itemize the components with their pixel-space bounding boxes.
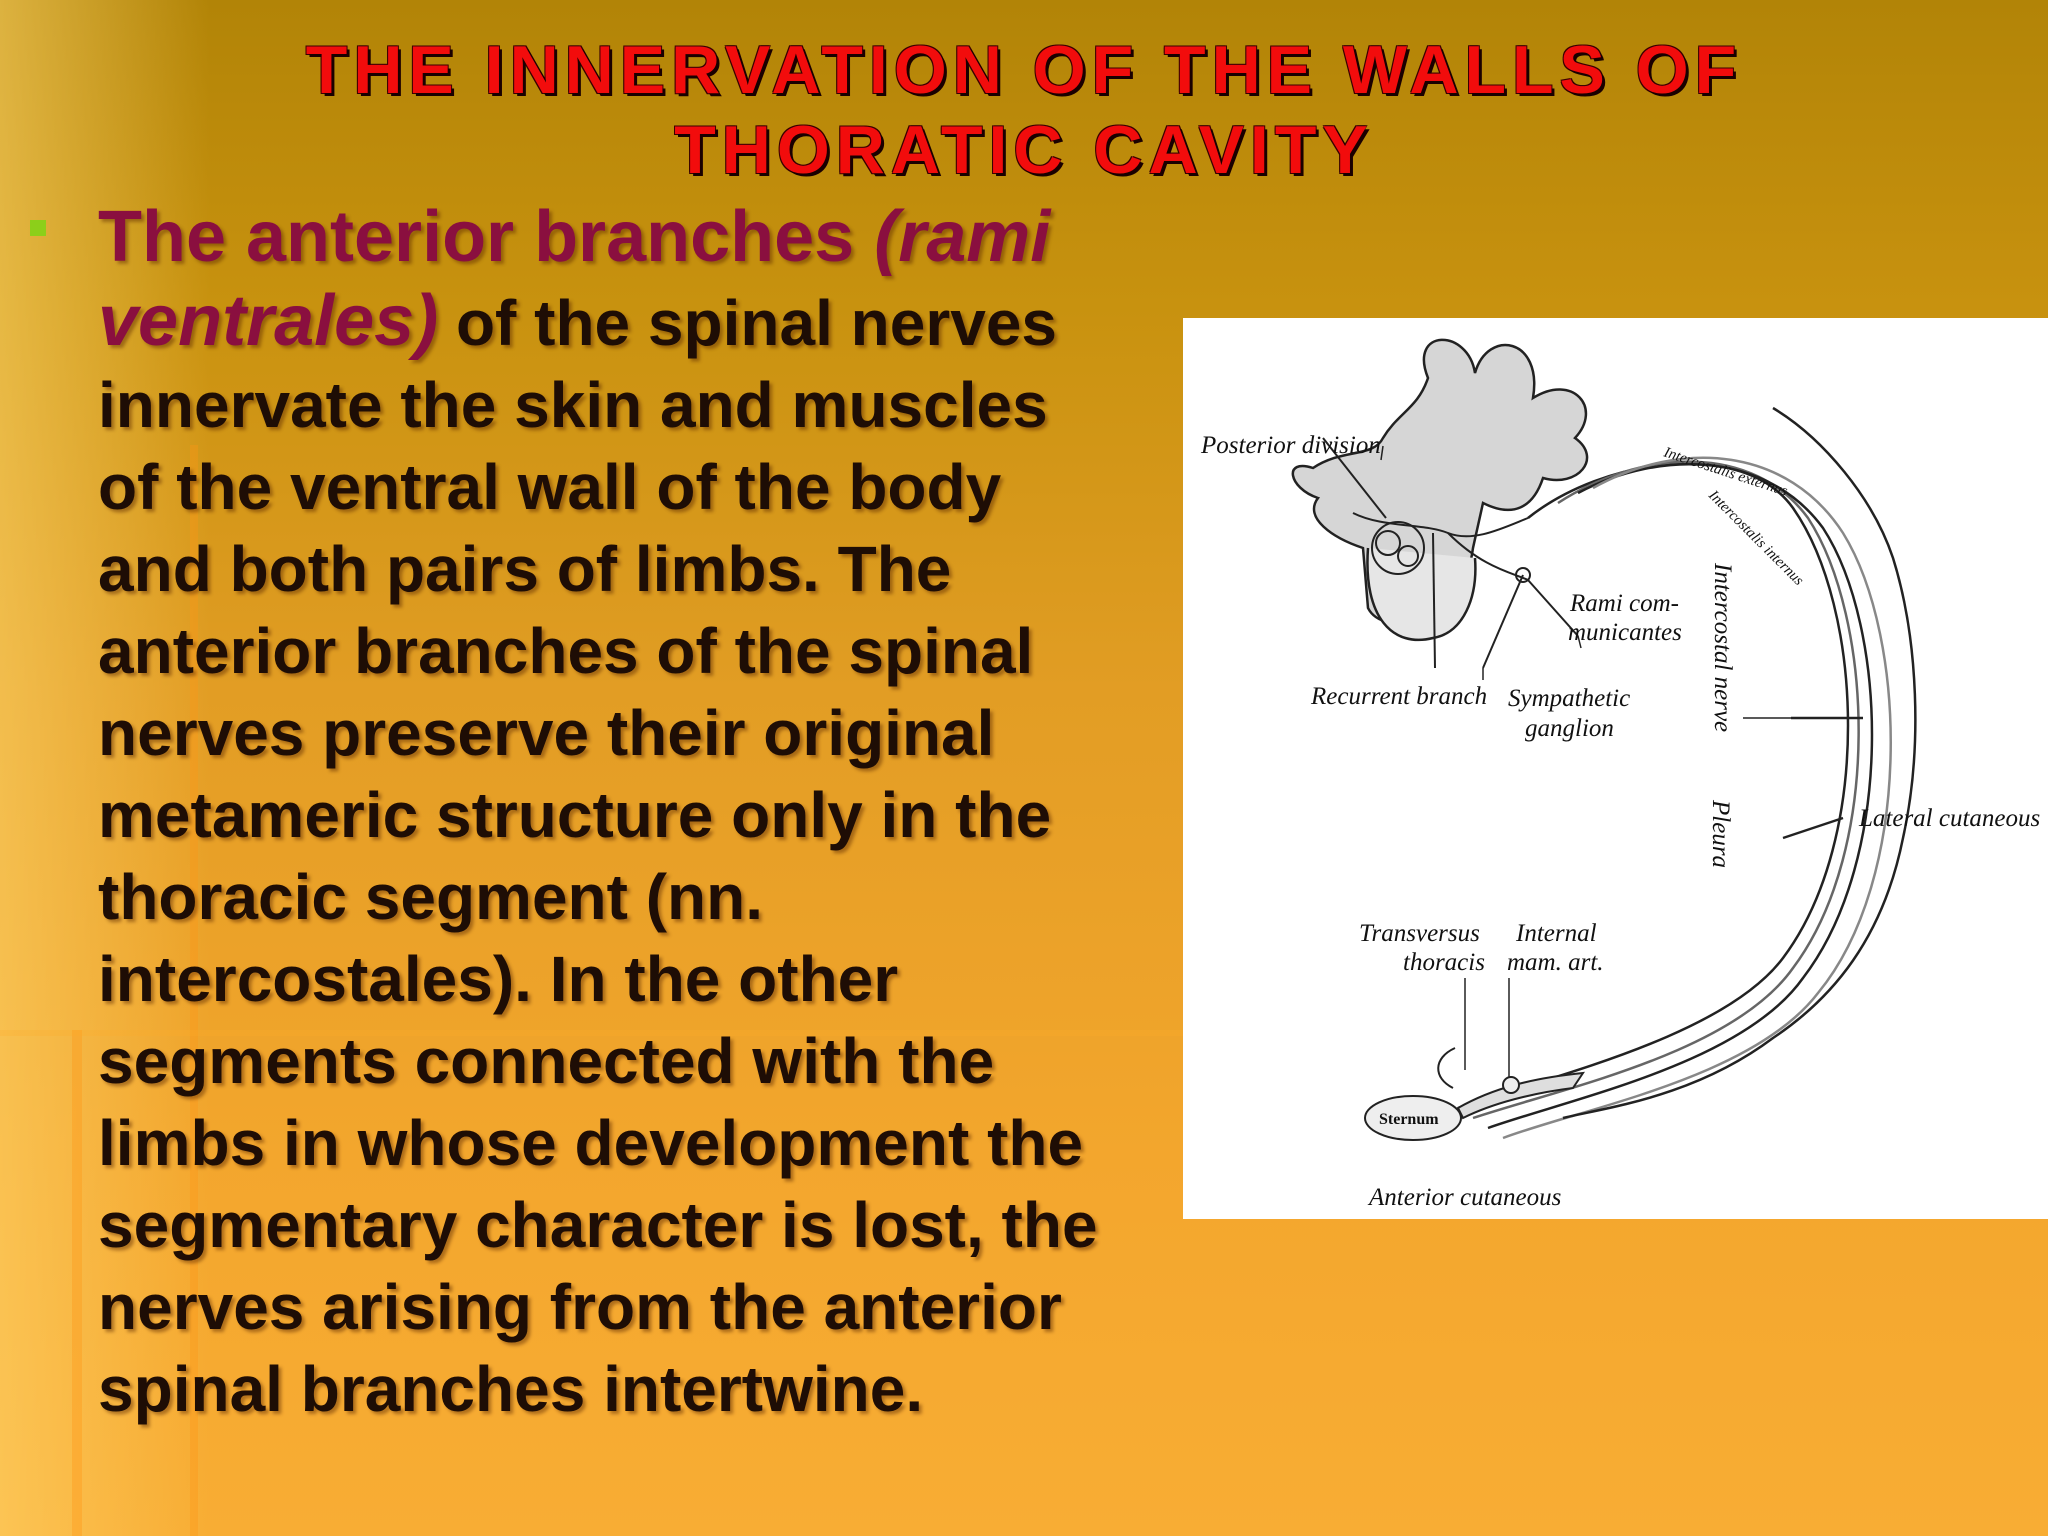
label-lateral-cutaneous: Lateral cutaneous <box>1858 805 2040 832</box>
label-internal-1: Internal <box>1515 920 1597 947</box>
label-transversus-1: Transversus <box>1359 920 1480 947</box>
paragraph-line: thoracic segment (nn. <box>98 856 1198 938</box>
paragraph-text-run: (rami <box>874 197 1051 277</box>
paragraph-text-run: anterior branches of the spinal <box>98 615 1034 687</box>
paragraph-text-run: nerves preserve their original <box>98 697 995 769</box>
paragraph-line: and both pairs of limbs. The <box>98 528 1198 610</box>
background-glow <box>0 0 210 1536</box>
decor-stripe <box>72 1030 82 1536</box>
sternum-drawing <box>1364 1047 1586 1141</box>
bullet-marker <box>30 220 46 236</box>
label-intercostal-nerve: Intercostal nerve <box>1709 562 1736 732</box>
paragraph-line: ventrales) of the spinal nerves <box>98 280 1198 364</box>
label-posterior-division: Posterior division <box>1200 432 1381 459</box>
label-recurrent-branch: Recurrent branch <box>1310 683 1487 710</box>
paragraph-line: innervate the skin and muscles <box>98 364 1198 446</box>
label-pleura: Pleura <box>1707 799 1734 868</box>
nerve-diagram: Posterior division Rami com- municantes … <box>1183 318 2048 1219</box>
paragraph-text-run: of the ventral wall of the body <box>98 451 1002 523</box>
diagram-labels: Posterior division Rami com- municantes … <box>1200 432 2040 1211</box>
slide-title-line1: THE INNERVATION OF THE WALLS OF <box>305 32 1743 108</box>
paragraph-text-run: intercostales). In the other <box>98 943 899 1015</box>
label-anterior-cutaneous: Anterior cutaneous <box>1367 1184 1561 1211</box>
paragraph-line: spinal branches intertwine. <box>98 1348 1198 1430</box>
label-transversus-2: thoracis <box>1403 949 1485 976</box>
spinal-ganglion-drawing <box>1322 437 1579 669</box>
slide-title-line2: THORATIC CAVITY <box>674 112 1374 188</box>
label-internal-2: mam. art. <box>1507 949 1604 976</box>
paragraph-text-run: segments connected with the <box>98 1025 995 1097</box>
paragraph-line: metameric structure only in the <box>98 774 1198 856</box>
paragraph-text-run: innervate the skin and muscles <box>98 369 1048 441</box>
decor-stripe <box>0 1030 1183 1036</box>
paragraph-line: nerves preserve their original <box>98 692 1198 774</box>
rib-curve-drawing <box>1457 406 1917 1140</box>
paragraph-text-run: of the spinal nerves <box>438 287 1058 359</box>
paragraph-text-run: nerves arising from the anterior <box>98 1271 1062 1343</box>
label-sternum: Sternum <box>1379 1111 1439 1128</box>
label-sympathetic-2: ganglion <box>1525 715 1614 742</box>
nerve-diagram-svg: Posterior division Rami com- municantes … <box>1200 338 2040 1211</box>
paragraph-text-run: The anterior branches <box>98 197 875 277</box>
paragraph-text-run: metameric structure only in the <box>98 779 1052 851</box>
paragraph-line: The anterior branches (rami <box>98 196 1198 280</box>
paragraph-text-run: limbs in whose development the <box>98 1107 1084 1179</box>
paragraph-line: of the ventral wall of the body <box>98 446 1198 528</box>
paragraph-text-run: spinal branches intertwine. <box>98 1353 924 1425</box>
label-leader-lines <box>1380 445 1798 1078</box>
label-rami-com-1: Rami com- <box>1569 590 1679 617</box>
spinal-cord-drawing <box>1291 338 1589 642</box>
decor-stripe <box>190 445 198 1536</box>
paragraph-line: limbs in whose development the <box>98 1102 1198 1184</box>
paragraph-line: nerves arising from the anterior <box>98 1266 1198 1348</box>
slide-title: THE INNERVATION OF THE WALLS OF THORATIC… <box>0 30 2048 190</box>
paragraph-line: intercostales). In the other <box>98 938 1198 1020</box>
paragraph-text-run: thoracic segment (nn. <box>98 861 763 933</box>
paragraph-text-run: and both pairs of limbs. The <box>98 533 952 605</box>
paragraph-line: segmentary character is lost, the <box>98 1184 1198 1266</box>
paragraph-text-run: ventrales) <box>98 281 439 361</box>
paragraph-text-run: segmentary character is lost, the <box>98 1189 1098 1261</box>
paragraph-line: anterior branches of the spinal <box>98 610 1198 692</box>
paragraph-line: segments connected with the <box>98 1020 1198 1102</box>
label-rami-com-2: municantes <box>1568 619 1682 646</box>
label-sympathetic-1: Sympathetic <box>1508 685 1630 712</box>
